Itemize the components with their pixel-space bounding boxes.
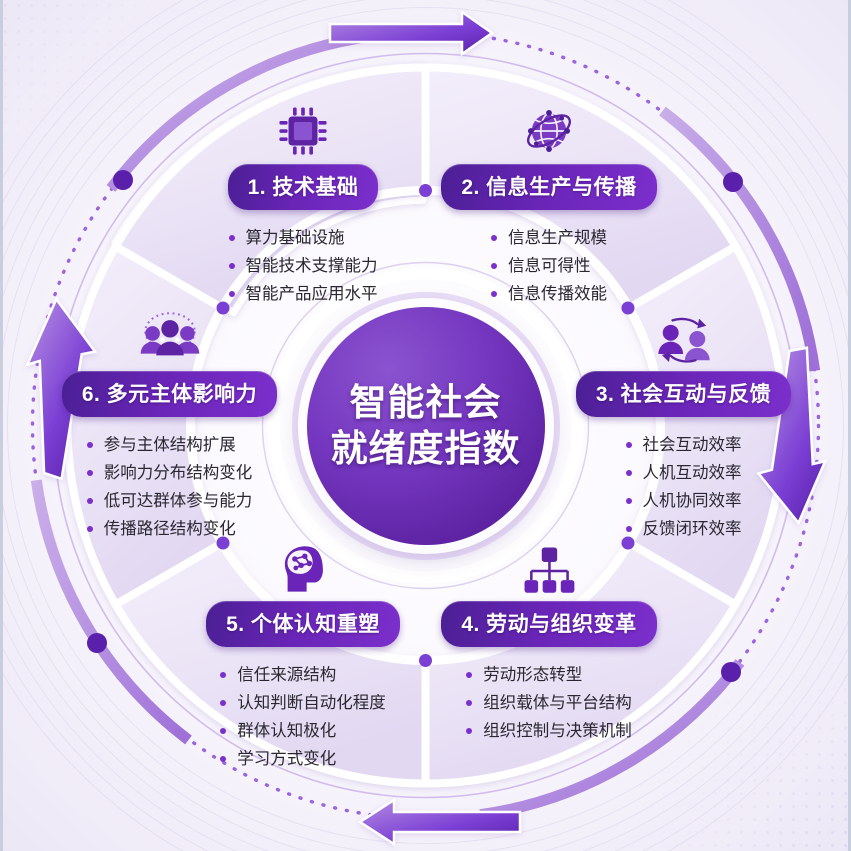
panel-title-3: 3. 社会互动与反馈	[575, 371, 792, 417]
list-item: 劳动形态转型	[466, 663, 632, 688]
arrow-left-up	[25, 296, 98, 481]
flow-node	[113, 170, 133, 190]
panel-tech-foundation: 1. 技术基础 算力基础设施 智能技术支撑能力 智能产品应用水平	[178, 98, 428, 310]
panel-items-3: 社会互动效率 人机互动效率 人机协同效率 反馈闭环效率	[625, 430, 742, 545]
panel-multi-agent-influence: 6. 多元主体影响力 参与主体结构扩展 影响力分布结构变化 低可达群体参与能力 …	[52, 305, 287, 545]
panel-items-2: 信息生产规模 信息可得性 信息传播效能	[491, 223, 607, 310]
list-item: 人机互动效率	[625, 461, 742, 486]
flow-nodes	[87, 170, 743, 682]
list-item: 反馈闭环效率	[625, 517, 742, 542]
list-item: 信息可得性	[491, 254, 607, 279]
panel-items-5: 信任来源结构 认知判断自动化程度 群体认知极化 学习方式变化	[220, 660, 386, 775]
people-group-icon	[52, 305, 287, 367]
panel-items-4: 劳动形态转型 组织载体与平台结构 组织控制与决策机制	[466, 660, 632, 747]
panel-title-2: 2. 信息生产与传播	[441, 164, 657, 210]
junction-dot	[621, 301, 635, 315]
flow-arc-bottom	[479, 659, 745, 821]
flow-arrows	[25, 9, 828, 847]
flow-arc-right	[659, 106, 821, 372]
spoke-junction-dots	[216, 184, 635, 667]
list-item: 人机协同效率	[625, 489, 742, 514]
center-halo-ring	[267, 267, 584, 584]
junction-dot	[419, 184, 432, 197]
junction-dot	[419, 654, 432, 667]
list-item: 学习方式变化	[220, 747, 386, 772]
list-item: 智能技术支撑能力	[228, 254, 378, 279]
panel-title-4: 4. 劳动与组织变革	[441, 601, 657, 647]
flow-node	[87, 633, 107, 653]
list-item: 社会互动效率	[625, 433, 742, 458]
list-item: 传播路径结构变化	[86, 517, 253, 542]
center-title-line1: 智能社会	[349, 382, 502, 424]
dotted-guide-arc	[30, 30, 821, 821]
list-item: 低可达群体参与能力	[86, 489, 252, 514]
org-hierarchy-icon	[424, 535, 674, 597]
list-item: 组织载体与平台结构	[466, 691, 632, 716]
panel-title-5: 5. 个体认知重塑	[206, 601, 400, 647]
panel-items-6: 参与主体结构扩展 影响力分布结构变化 低可达群体参与能力 传播路径结构变化	[86, 430, 253, 545]
two-people-cycle-icon	[566, 305, 801, 367]
flow-node	[721, 662, 741, 682]
junction-dot	[216, 536, 230, 550]
panel-title-1: 1. 技术基础	[227, 164, 379, 210]
brain-head-icon	[178, 535, 428, 597]
list-item: 信息生产规模	[491, 226, 607, 251]
list-item: 算力基础设施	[228, 226, 378, 251]
list-item: 群体认知极化	[220, 719, 386, 744]
background-dot-pattern-secondary	[0, 0, 190, 190]
list-item: 智能产品应用水平	[228, 282, 378, 307]
center-outline-ring	[261, 261, 590, 590]
list-item: 影响力分布结构变化	[86, 461, 252, 486]
panel-social-interaction: 3. 社会互动与反馈 社会互动效率 人机互动效率 人机协同效率 反馈闭环效率	[566, 305, 801, 545]
arrow-right-down	[756, 346, 828, 526]
junction-dot	[621, 536, 635, 550]
list-item: 信息传播效能	[491, 282, 607, 307]
panel-information-production: 2. 信息生产与传播 信息生产规模 信息可得性 信息传播效能	[424, 98, 674, 310]
flow-arcs	[30, 30, 821, 821]
list-item: 组织控制与决策机制	[466, 719, 632, 744]
list-item: 参与主体结构扩展	[86, 433, 253, 458]
arrow-top-right	[328, 9, 495, 57]
panel-items-1: 算力基础设施 智能技术支撑能力 智能产品应用水平	[228, 223, 378, 310]
center-hub: 智能社会 就绪度指数	[306, 306, 545, 545]
list-item: 信任来源结构	[220, 663, 386, 688]
flow-arc-left	[30, 479, 192, 745]
panel-individual-cognition: 5. 个体认知重塑 信任来源结构 认知判断自动化程度 群体认知极化 学习方式变化	[178, 535, 428, 775]
center-title-line2: 就绪度指数	[330, 427, 521, 469]
flow-node	[723, 172, 743, 192]
junction-dot	[216, 301, 230, 315]
cpu-chip-icon	[178, 98, 428, 160]
flow-arc-top	[106, 30, 372, 192]
list-item: 认知判断自动化程度	[220, 691, 386, 716]
panel-labor-organization: 4. 劳动与组织变革 劳动形态转型 组织载体与平台结构 组织控制与决策机制	[424, 535, 674, 747]
arrow-bottom-left	[357, 797, 522, 847]
globe-network-icon	[424, 98, 674, 160]
panel-title-6: 6. 多元主体影响力	[61, 371, 278, 417]
